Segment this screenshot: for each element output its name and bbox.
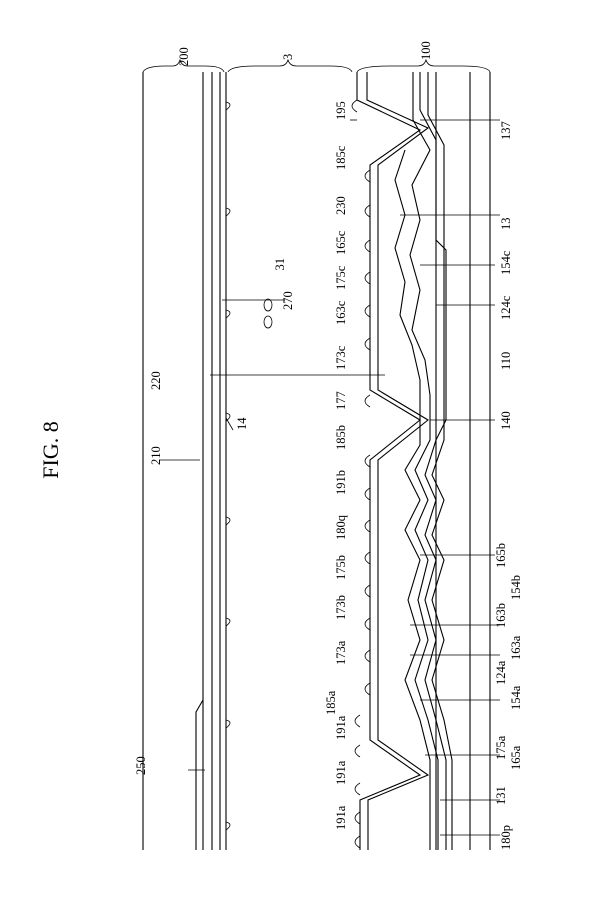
label-163c: 163c — [334, 300, 348, 325]
label-175c: 175c — [334, 265, 348, 290]
label-124c: 124c — [499, 295, 513, 320]
label-173b: 173b — [334, 595, 348, 620]
label-180p: 180p — [499, 825, 513, 850]
label-210: 210 — [149, 446, 163, 465]
lower-substrate — [356, 72, 491, 850]
upper-spacers — [225, 101, 231, 831]
label-191a-1: 191a — [334, 715, 348, 740]
label-31: 31 — [273, 258, 287, 271]
label-154b: 154b — [509, 575, 523, 600]
label-175b: 175b — [334, 555, 348, 580]
lc-molecules — [263, 298, 273, 329]
leader-lines — [160, 119, 500, 836]
label-14: 14 — [235, 417, 249, 430]
label-137: 137 — [499, 121, 513, 140]
label-163b: 163b — [494, 603, 508, 628]
label-185b: 185b — [334, 425, 348, 450]
label-191b: 191b — [334, 470, 348, 495]
label-13: 13 — [499, 218, 513, 231]
label-165a: 165a — [509, 745, 523, 770]
label-154a: 154a — [509, 685, 523, 710]
label-165c: 165c — [334, 230, 348, 255]
label-163a: 163a — [509, 635, 523, 660]
label-154c: 154c — [499, 250, 513, 275]
label-200: 200 — [177, 47, 191, 66]
lower-spacers — [351, 99, 371, 849]
label-185c: 185c — [334, 145, 348, 170]
label-250: 250 — [134, 756, 148, 775]
reference-labels: 200 3 100 270 31 220 14 210 250 195 185c… — [134, 41, 523, 850]
label-191a-3: 191a — [334, 805, 348, 830]
label-180q: 180q — [334, 514, 348, 540]
label-140: 140 — [499, 411, 513, 430]
label-175a: 175a — [494, 735, 508, 760]
figure-title: FIG. 8 — [38, 421, 63, 478]
label-165b: 165b — [494, 543, 508, 568]
label-195: 195 — [334, 101, 348, 120]
upper-substrate — [142, 72, 227, 850]
braces — [142, 58, 491, 73]
label-230: 230 — [334, 196, 348, 215]
label-100: 100 — [419, 41, 433, 60]
label-177: 177 — [334, 391, 348, 410]
label-110: 110 — [499, 352, 513, 370]
label-270: 270 — [281, 291, 295, 310]
label-3: 3 — [281, 54, 295, 60]
label-220: 220 — [149, 371, 163, 390]
label-191a-2: 191a — [334, 760, 348, 785]
label-185a: 185a — [324, 690, 338, 715]
label-131: 131 — [494, 786, 508, 805]
label-173c: 173c — [334, 345, 348, 370]
label-173a: 173a — [334, 640, 348, 665]
label-124a: 124a — [494, 660, 508, 685]
